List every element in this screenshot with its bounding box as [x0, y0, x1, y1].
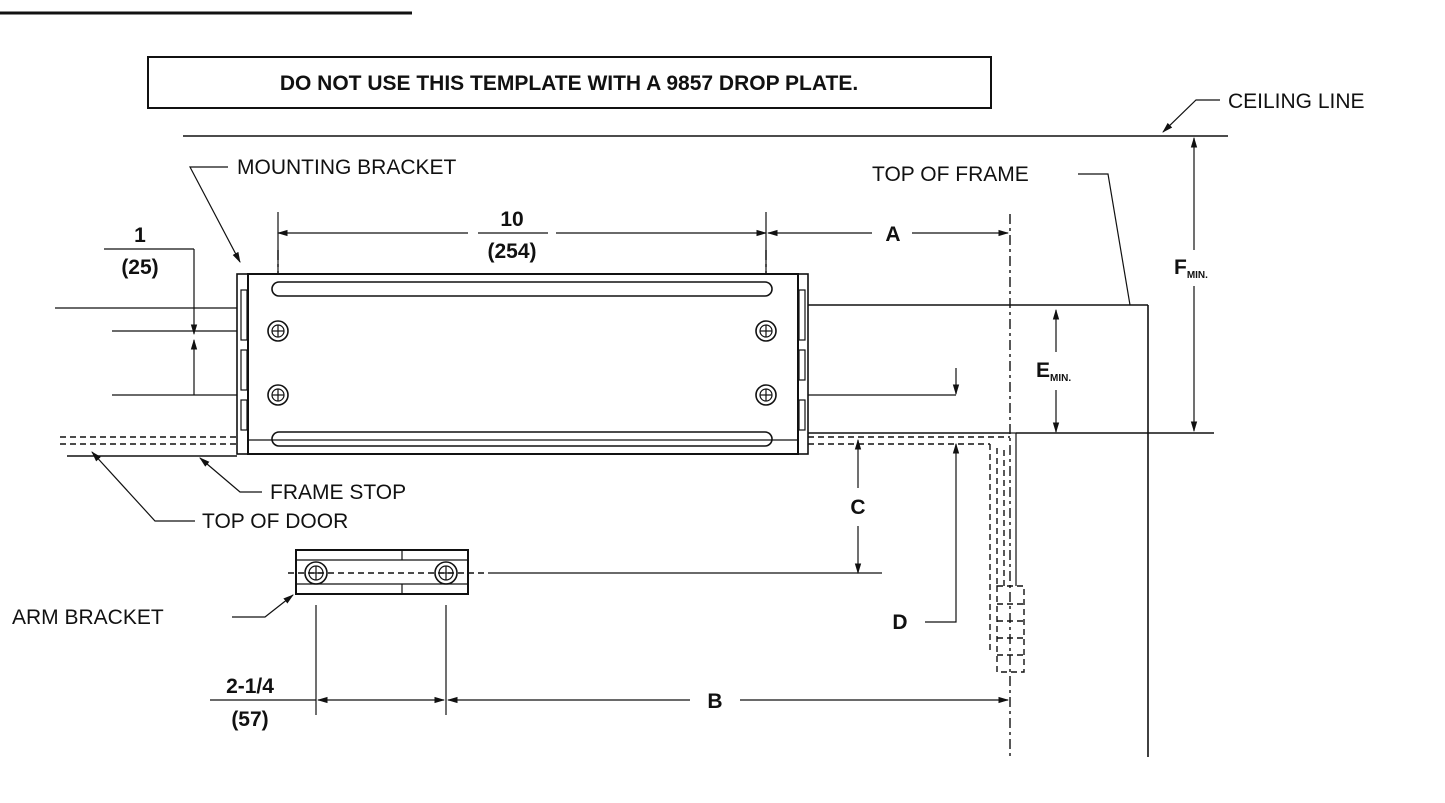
- mounting-bracket-callout: MOUNTING BRACKET: [189, 156, 457, 263]
- upper-slot: [271, 281, 773, 297]
- ceiling-line: CEILING LINE: [183, 90, 1365, 137]
- dimension-2-1-4: 2-1/4 (57): [210, 605, 447, 731]
- mounting-bracket: [236, 273, 809, 455]
- hole-icon: [304, 561, 328, 585]
- mounting-bracket-label: MOUNTING BRACKET: [237, 156, 457, 179]
- dimension-1: 1 (25): [104, 224, 198, 395]
- e-min-label: EMIN.: [1036, 359, 1071, 384]
- hole-icon: [755, 384, 777, 406]
- frame-outline: [808, 304, 1149, 757]
- hole-icon: [267, 384, 289, 406]
- frame-stop-callout: FRAME STOP: [199, 457, 406, 504]
- dimension-a: A: [766, 223, 1010, 246]
- ceiling-line-label: CEILING LINE: [1228, 90, 1365, 113]
- dimension-d-label: D: [892, 611, 907, 634]
- door-edge: [989, 214, 1025, 757]
- top-of-door-label: TOP OF DOOR: [202, 510, 348, 533]
- warning-box: DO NOT USE THIS TEMPLATE WITH A 9857 DRO…: [147, 56, 992, 109]
- dimension-c: C: [850, 438, 866, 575]
- dimension-10-mm: (254): [487, 240, 536, 263]
- top-of-frame-label: TOP OF FRAME: [872, 163, 1029, 186]
- hole-icon: [267, 320, 289, 342]
- mounting-holes: [267, 320, 777, 406]
- arm-bracket-label: ARM BRACKET: [12, 606, 164, 629]
- hole-icon: [755, 320, 777, 342]
- lower-slot: [271, 431, 773, 447]
- e-min-dimension: EMIN.: [1034, 308, 1086, 434]
- dimension-10-in: 10: [500, 208, 523, 231]
- dimension-2-1-4-mm: (57): [231, 708, 268, 731]
- warning-text: DO NOT USE THIS TEMPLATE WITH A 9857 DRO…: [280, 72, 858, 95]
- dimension-d: D: [892, 442, 960, 634]
- dimension-2-1-4-in: 2-1/4: [226, 675, 274, 698]
- frame-stop-label: FRAME STOP: [270, 481, 406, 504]
- dimension-a-label: A: [885, 223, 900, 246]
- arm-bracket: [288, 549, 882, 595]
- top-of-door-callout: TOP OF DOOR: [91, 451, 348, 533]
- top-of-frame-callout: TOP OF FRAME: [872, 163, 1131, 306]
- dimension-c-label: C: [850, 496, 865, 519]
- hole-icon: [434, 561, 458, 585]
- dimension-1-in: 1: [134, 224, 146, 247]
- arm-bracket-callout: ARM BRACKET: [12, 594, 294, 629]
- dimension-1-mm: (25): [121, 256, 158, 279]
- dimension-b: B: [446, 690, 1010, 713]
- f-min-label: FMIN.: [1174, 256, 1208, 281]
- f-min-dimension: FMIN.: [1172, 136, 1224, 433]
- dimension-b-label: B: [707, 690, 722, 713]
